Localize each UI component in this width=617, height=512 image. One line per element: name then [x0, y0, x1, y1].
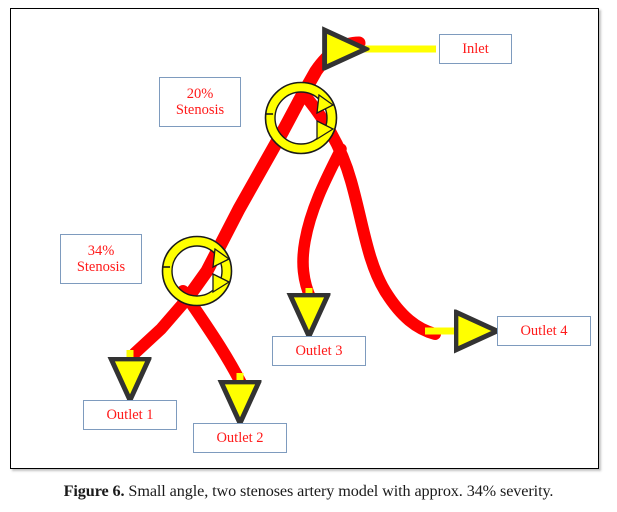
outlet-4-label[interactable]: Outlet 4: [497, 316, 591, 346]
figure-image-panel: 20% Stenosis 34% Stenosis Inlet Outlet 1…: [10, 8, 599, 469]
port-leader-arrows: [130, 49, 493, 419]
stenosis-marker-20: [264, 81, 338, 155]
stenosis-marker-34: [161, 235, 233, 307]
outlet-2-label-text: Outlet 2: [216, 429, 264, 446]
artery-model-diagram: [11, 9, 600, 470]
outlet-4-label-text: Outlet 4: [520, 322, 568, 339]
vessel-limb-outlet3: [297, 143, 347, 305]
outlet-3-label-text: Outlet 3: [295, 342, 343, 359]
inlet-label[interactable]: Inlet: [439, 34, 512, 64]
stenosis-20-percent: 20%: [186, 85, 214, 102]
stenosis-20-word: Stenosis: [175, 102, 225, 118]
stenosis-34-word: Stenosis: [76, 259, 126, 275]
stenosis-34-percent: 34%: [87, 242, 115, 259]
figure-caption-text: Small angle, two stenoses artery model w…: [124, 482, 554, 500]
inlet-label-text: Inlet: [462, 40, 489, 57]
stenosis-34-label[interactable]: 34% Stenosis: [60, 234, 142, 284]
outlet-1-label-text: Outlet 1: [106, 406, 154, 423]
outlet-3-label[interactable]: Outlet 3: [272, 336, 366, 366]
outlet-1-label[interactable]: Outlet 1: [83, 400, 177, 430]
figure-caption-label: Figure 6.: [63, 482, 125, 500]
outlet-2-label[interactable]: Outlet 2: [193, 423, 287, 453]
stenosis-20-label[interactable]: 20% Stenosis: [159, 77, 241, 127]
figure-caption: Figure 6. Small angle, two stenoses arte…: [10, 482, 607, 501]
vessel-limb-outlet1: [129, 293, 193, 359]
